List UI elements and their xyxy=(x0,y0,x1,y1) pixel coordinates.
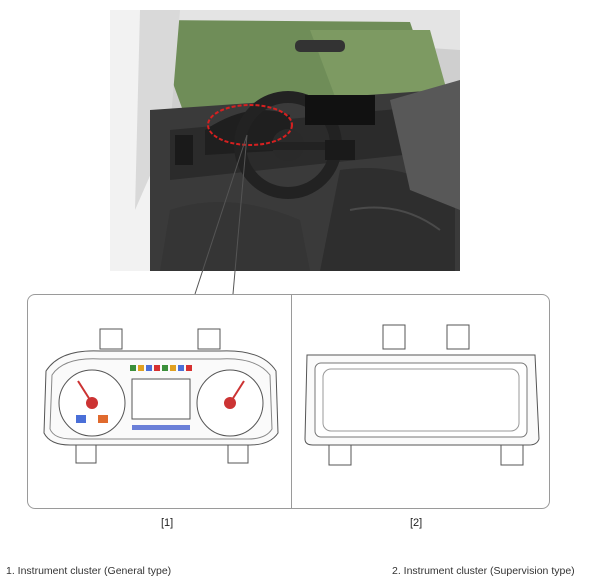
cluster-diagram-box xyxy=(27,294,550,509)
panel-label-2: [2] xyxy=(410,517,423,529)
caption-general-type: 1. Instrument cluster (General type) xyxy=(6,565,172,577)
dashboard-illustration xyxy=(110,10,460,271)
caption-supervision-type: 2. Instrument cluster (Supervision type) xyxy=(392,565,575,577)
panel-divider xyxy=(291,295,292,508)
panel-label-1: [1] xyxy=(161,517,174,529)
vehicle-interior-photo xyxy=(110,10,460,271)
instrument-cluster-general xyxy=(40,321,280,471)
instrument-cluster-supervision xyxy=(301,321,541,471)
